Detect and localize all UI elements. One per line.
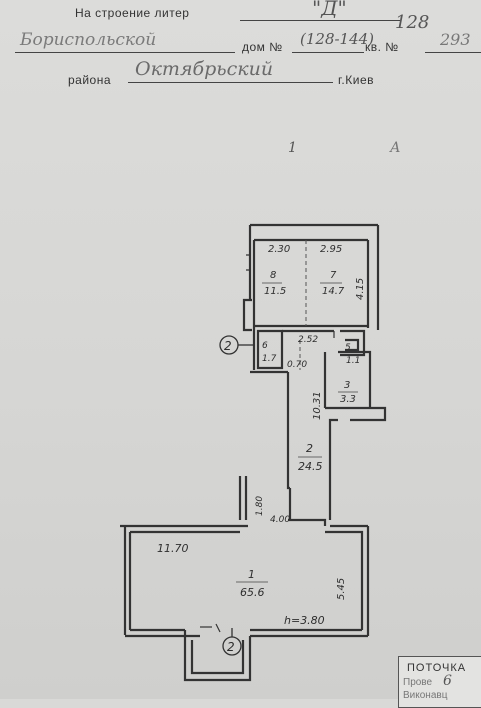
header-underline-street [15,52,235,53]
ceiling-height: h=3.80 [284,614,325,627]
room-5-area: 1.1 [346,356,360,366]
stamp-row-checked-value: 6 [443,673,452,689]
dim-295: 2.95 [320,244,342,255]
room-7-area: 14.7 [322,286,345,297]
dim-1170: 11.70 [157,542,189,555]
stamp-title: ПОТОЧКА [407,662,467,674]
dim-545: 5.45 [336,578,347,600]
room-7-number: 7 [330,270,337,281]
header-house-number: (128-144) [300,30,375,48]
header-apartment-label: кв. № [365,40,399,54]
room-1-number: 1 [248,568,255,581]
sheet-mark-1: 1 [288,140,297,156]
section-marker-upper: 2 [224,339,232,353]
header-apartment-number: 293 [440,30,471,49]
header-street-handwritten: Бориспольской [20,30,157,50]
wall-outlines [120,223,387,682]
sheet-mark-a: А [390,140,401,156]
header-district-label: района [68,73,112,87]
door-marks [200,254,335,633]
room-8-number: 8 [270,270,276,281]
room-3-area: 3.3 [340,394,356,405]
dim-070: 0.70 [287,360,307,370]
header-house-label: дом № [242,40,283,54]
dim-415: 4.15 [355,278,366,300]
header-underline-district [128,82,333,83]
room-6-number: 6 [262,341,268,351]
header-house-note: 128 [395,12,430,33]
header-city-label: г.Киев [338,73,374,87]
section-marker-lower: 2 [227,640,235,654]
room-5-number: 5 [345,343,351,353]
dim-180: 1.80 [255,496,265,516]
room-2-area: 24.5 [298,460,323,473]
header-underline-house [292,52,364,53]
approval-stamp: ПОТОЧКА Прове 6 Виконавц [398,656,481,708]
room-6-area: 1.7 [262,354,277,364]
room-1-area: 65.6 [240,586,265,599]
stamp-row-checked: Прове [403,677,433,688]
header-building-label: На строение литер [75,6,190,20]
dim-252: 2.52 [298,335,318,345]
dim-230: 2.30 [268,244,290,255]
stamp-row-executor: Виконавц [403,690,448,701]
header-underline-apartment [425,52,481,53]
partition-lines [299,240,307,370]
header-district-handwritten: Октябрьский [135,58,274,80]
header-building-letter: "Д" [312,0,347,20]
room-8-area: 11.5 [264,286,286,297]
dim-400: 4.00 [270,515,290,525]
room-3-number: 3 [344,380,350,391]
header-underline-1 [240,20,400,21]
dim-1031: 10.31 [312,391,323,420]
room-2-number: 2 [306,442,313,455]
